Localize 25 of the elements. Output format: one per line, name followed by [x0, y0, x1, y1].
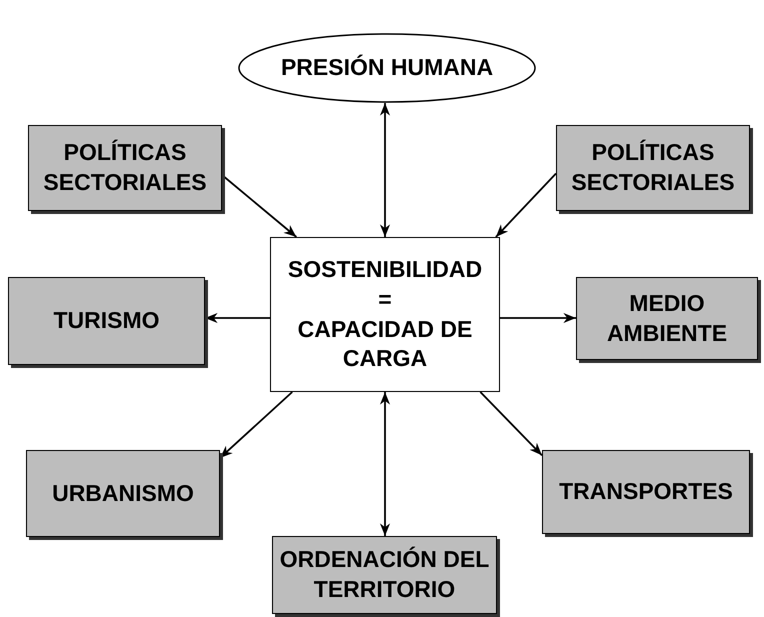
- node-label: POLÍTICAS SECTORIALES: [42, 138, 208, 197]
- node-label: TURISMO: [53, 306, 160, 336]
- topic-box: [556, 125, 750, 211]
- arrow: [500, 312, 576, 324]
- topic-box: [26, 450, 220, 537]
- topic-box: [272, 536, 497, 614]
- topic-box: [8, 277, 205, 365]
- topic-box: [576, 277, 758, 360]
- arrow: [480, 391, 543, 456]
- central-box: [270, 237, 500, 392]
- node-label: CAPACIDAD DE CARGA: [296, 314, 474, 374]
- node-label: MEDIO AMBIENTE: [606, 288, 728, 348]
- node-label: =: [378, 284, 392, 314]
- node-label: SOSTENIBILIDAD: [288, 254, 482, 284]
- node-label: URBANISMO: [52, 478, 194, 508]
- node-label: ORDENACIÓN DEL TERRITORIO: [278, 545, 490, 604]
- node-label: PRESIÓN HUMANA: [280, 53, 494, 82]
- arrow: [205, 312, 270, 324]
- topic-box: [542, 450, 750, 534]
- node-label: TRANSPORTES: [559, 477, 733, 506]
- topic-box: [28, 125, 222, 211]
- arrow: [380, 392, 390, 536]
- arrow: [380, 103, 390, 237]
- arrow: [495, 172, 557, 238]
- node-label: POLÍTICAS SECTORIALES: [570, 138, 736, 197]
